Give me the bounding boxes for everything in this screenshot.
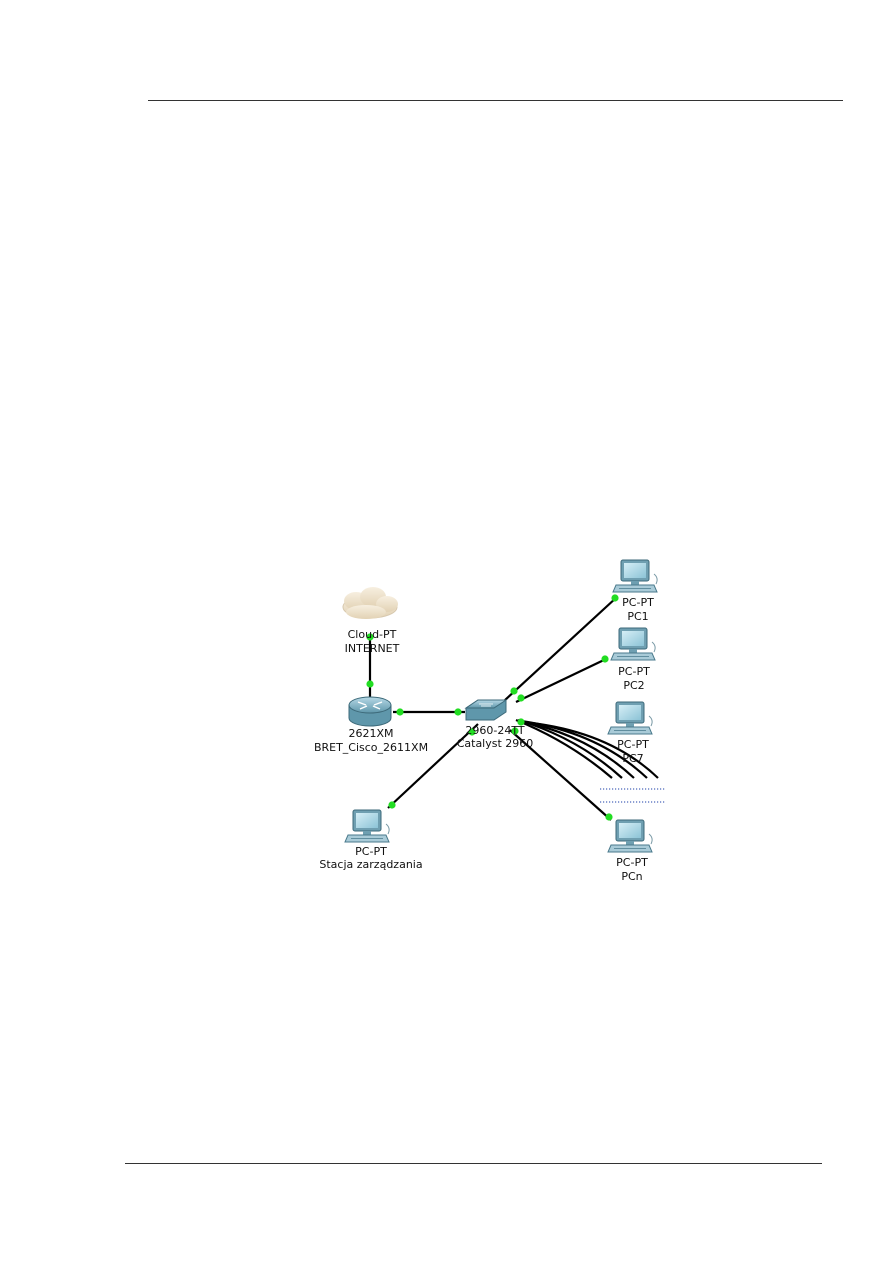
node-type-label: PC-PT bbox=[616, 856, 648, 869]
port-led bbox=[601, 655, 609, 663]
node-type-label: 2621XM bbox=[348, 727, 393, 740]
pc-icon bbox=[607, 701, 653, 735]
node-name-label: PCn bbox=[621, 870, 642, 883]
port-led bbox=[468, 728, 476, 736]
node-pcn[interactable]: PC-PT PCn bbox=[607, 819, 653, 883]
node-pc1[interactable]: PC-PT PC1 bbox=[612, 559, 658, 623]
node-name-label: INTERNET bbox=[345, 642, 400, 655]
node-name-label: PC2 bbox=[623, 679, 644, 692]
port-led bbox=[611, 594, 619, 602]
port-led bbox=[511, 727, 519, 735]
port-led bbox=[517, 694, 525, 702]
link-switch-pc1[interactable] bbox=[504, 596, 618, 701]
link-switch-pcn[interactable] bbox=[509, 729, 612, 821]
pc-icon bbox=[610, 627, 656, 661]
port-led bbox=[366, 633, 374, 641]
pc-icon bbox=[344, 809, 390, 843]
header-rule bbox=[148, 100, 843, 101]
port-led bbox=[388, 801, 396, 809]
node-type-label: 2960-24TT bbox=[465, 724, 524, 737]
port-led bbox=[396, 708, 404, 716]
port-led bbox=[517, 718, 525, 726]
port-led bbox=[510, 687, 518, 695]
link-switch-mgmt[interactable] bbox=[387, 723, 479, 809]
router-icon bbox=[348, 696, 392, 727]
port-led bbox=[454, 708, 462, 716]
node-pc2[interactable]: PC-PT PC2 bbox=[610, 627, 656, 692]
node-cloud[interactable]: Cloud-PT INTERNET bbox=[342, 587, 400, 655]
links bbox=[368, 596, 666, 821]
cloud-icon bbox=[342, 587, 398, 619]
port-led bbox=[366, 680, 374, 688]
port-indicators bbox=[366, 594, 619, 821]
node-name-label: PC1 bbox=[627, 610, 648, 623]
node-pc7[interactable]: PC-PT PC7 bbox=[607, 701, 653, 765]
node-name-label: PC7 bbox=[622, 752, 643, 765]
switch-icon bbox=[464, 699, 508, 721]
port-led bbox=[605, 813, 613, 821]
pc-icon bbox=[612, 559, 658, 593]
node-management-station[interactable]: PC-PT Stacja zarządzania bbox=[319, 809, 423, 871]
node-type-label: PC-PT bbox=[617, 738, 649, 751]
pc-icon bbox=[607, 819, 653, 853]
footer-rule bbox=[125, 1163, 822, 1164]
node-type-label: PC-PT bbox=[622, 596, 654, 609]
node-name-label: Stacja zarządzania bbox=[319, 858, 422, 871]
link-switch-pc7-bundle[interactable] bbox=[515, 718, 659, 779]
node-switch[interactable]: 2960-24TT Catalyst 2960 bbox=[457, 699, 534, 750]
node-name-label: Catalyst 2960 bbox=[457, 737, 534, 750]
node-type-label: PC-PT bbox=[355, 845, 387, 858]
node-type-label: PC-PT bbox=[618, 665, 650, 678]
link-switch-pc2[interactable] bbox=[515, 658, 607, 703]
node-type-label: Cloud-PT bbox=[348, 628, 397, 641]
node-name-label: BRET_Cisco_2611XM bbox=[314, 741, 428, 754]
node-router[interactable]: 2621XM BRET_Cisco_2611XM bbox=[314, 696, 428, 754]
